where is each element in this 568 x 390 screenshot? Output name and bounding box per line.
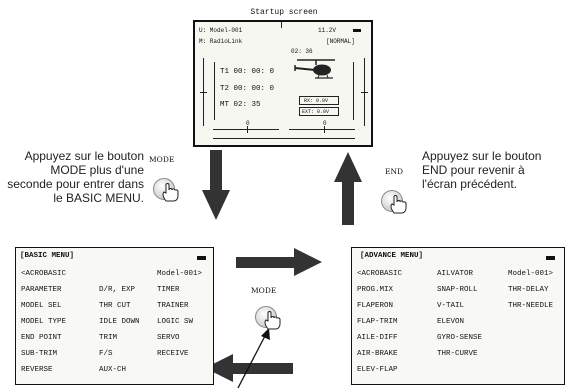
menu-item[interactable]: SNAP-ROLL: [437, 286, 478, 294]
menu-item[interactable]: FLAPERON: [357, 302, 394, 310]
menu-item[interactable]: D/R, EXP: [99, 286, 136, 294]
ext-voltage-box: EXT: 0.0V: [299, 107, 339, 116]
startup-screen-title: Startup screen: [250, 8, 318, 17]
up-arrow-shaft: [342, 181, 354, 225]
mode-button-label-bottom: MODE: [251, 286, 277, 295]
mode-badge: [NORMAL]: [326, 38, 355, 45]
basic-menu: [BASIC MENU] <ACROBASIC Model-001> PARAMET…: [15, 247, 214, 385]
menu-item[interactable]: THR CUT: [99, 302, 131, 310]
hand-pointer-icon: [264, 311, 281, 330]
menu-item[interactable]: SERVO: [157, 334, 180, 342]
menu-item[interactable]: V-TAIL: [437, 302, 465, 310]
menu-item[interactable]: <ACROBASIC: [357, 270, 403, 278]
menu-item[interactable]: Model-001>: [157, 270, 203, 278]
advance-menu: [ADVANCE MENU] <ACROBASIC AILVATOR Model-0…: [351, 247, 565, 385]
up-arrow-head: [334, 152, 362, 182]
model-name: U: Model-001: [199, 27, 243, 34]
voltage-readout: 11.2V: [318, 27, 337, 34]
timer-3: MT 02: 35: [220, 101, 261, 109]
top-timer: 02: 36: [291, 48, 313, 55]
menu-item[interactable]: PROG.MIX: [357, 286, 394, 294]
menu-item[interactable]: TRAINER: [157, 302, 189, 310]
pointer-arrow: [237, 328, 270, 389]
menu-item[interactable]: REVERSE: [21, 366, 53, 374]
menu-item[interactable]: THR-CURVE: [437, 350, 478, 358]
right-arrow-head: [294, 248, 322, 276]
menu-item[interactable]: AILVATOR: [437, 270, 474, 278]
right-trim-marker: [361, 92, 368, 93]
left-trim-marker: [200, 92, 207, 93]
menu-item[interactable]: RECEIVE: [157, 350, 189, 358]
timer-1: T1 00: 00: 0: [220, 68, 275, 76]
rx-voltage: RX: 0.0V: [304, 98, 329, 104]
bottom-left-trim-bar: [213, 129, 279, 130]
menu-item[interactable]: THR-DELAY: [508, 286, 549, 294]
menu-item[interactable]: TRIM: [99, 334, 118, 342]
menu-item[interactable]: TIMER: [157, 286, 180, 294]
menu-item[interactable]: FLAP-TRIM: [357, 318, 398, 326]
hand-pointer-icon: [162, 183, 179, 202]
menu-item[interactable]: SUB-TRIM: [21, 350, 58, 358]
menu-item[interactable]: AIR-BRAKE: [357, 350, 398, 358]
timer-2: T2 00: 00: 0: [220, 85, 275, 93]
rx-voltage-box: RX: 0.0V: [299, 96, 339, 105]
menu-item[interactable]: MODEL SEL: [21, 302, 62, 310]
link-name: M: RadioLink: [199, 38, 243, 45]
helicopter-icon: [294, 59, 335, 79]
menu-item[interactable]: THR-NEEDLE: [508, 302, 554, 310]
battery-icon: [197, 256, 206, 260]
right-arrow-shaft: [236, 257, 296, 268]
mode-button-label-top: MODE: [149, 155, 175, 164]
right-inner-trim: [353, 62, 354, 120]
left-arrow-shaft: [231, 363, 293, 374]
down-arrow-head: [202, 190, 230, 220]
menu-item[interactable]: F/S: [99, 350, 113, 358]
menu-item[interactable]: ELEVON: [437, 318, 465, 326]
advance-menu-title: [ADVANCE MENU]: [360, 252, 424, 260]
bottom-left-trim-label: 0: [246, 120, 250, 127]
menu-item[interactable]: ELEV-FLAP: [357, 366, 398, 374]
left-instruction: Appuyez sur le bouton MODE plus d'une se…: [7, 149, 144, 205]
battery-icon: [546, 256, 555, 260]
menu-item[interactable]: Model-001>: [508, 270, 554, 278]
basic-menu-title: [BASIC MENU]: [20, 252, 75, 260]
menu-item[interactable]: IDLE DOWN: [99, 318, 140, 326]
menu-item[interactable]: MODEL TYPE: [21, 318, 67, 326]
menu-item[interactable]: AILE-DIFF: [357, 334, 398, 342]
menu-item[interactable]: PARAMETER: [21, 286, 62, 294]
battery-icon: [353, 29, 361, 32]
hand-pointer-icon: [390, 195, 407, 214]
startup-screen: U: Model-001 M: RadioLink 11.2V [NORMAL]…: [193, 20, 373, 147]
menu-item[interactable]: GYRO-SENSE: [437, 334, 483, 342]
bottom-right-trim-label: 0: [323, 120, 327, 127]
bottom-frame-line: [213, 138, 355, 139]
left-arrow-head: [205, 354, 233, 382]
menu-item[interactable]: LOGIC SW: [157, 318, 194, 326]
menu-item[interactable]: END POINT: [21, 334, 62, 342]
ext-voltage: EXT: 0.0V: [302, 109, 330, 115]
down-arrow-shaft: [210, 150, 222, 192]
left-inner-trim: [214, 62, 215, 120]
end-button-label: END: [385, 167, 404, 176]
menu-item[interactable]: <ACROBASIC: [21, 270, 67, 278]
bottom-right-trim-bar: [289, 129, 355, 130]
antenna-icon: [281, 22, 282, 28]
bottom-left-trim-marker: [247, 126, 248, 133]
menu-item[interactable]: AUX-CH: [99, 366, 127, 374]
right-instruction: Appuyez sur le bouton END pour revenir à…: [422, 149, 542, 191]
bottom-right-trim-marker: [324, 126, 325, 133]
